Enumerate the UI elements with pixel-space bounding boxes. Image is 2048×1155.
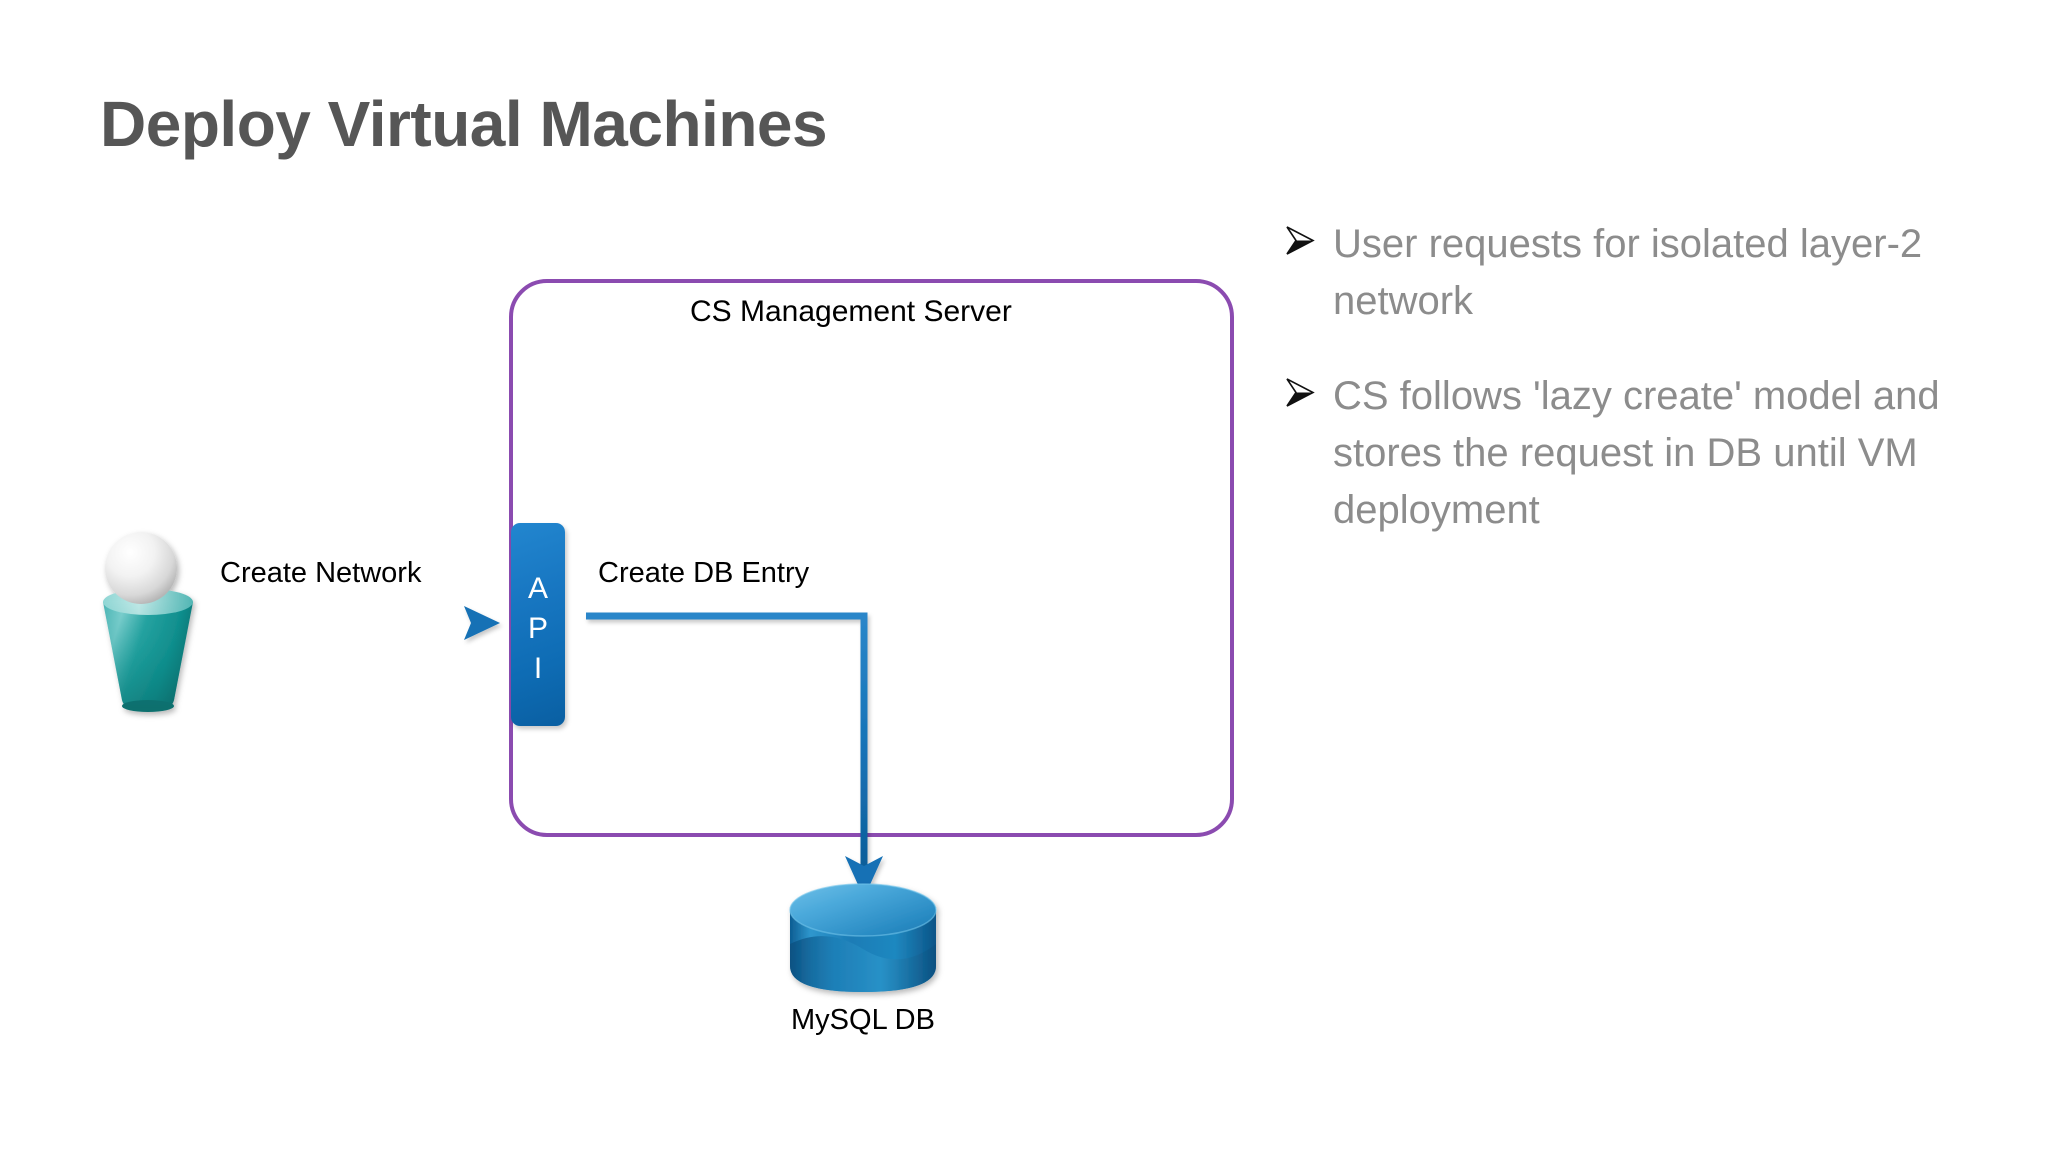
api-letter-i: I xyxy=(533,651,543,685)
list-item: CS follows 'lazy create' model and store… xyxy=(1283,368,2013,539)
diagram-canvas xyxy=(103,279,1234,992)
create-network-arrow xyxy=(196,606,500,640)
mysql-db-cylinder xyxy=(789,883,937,992)
list-item: User requests for isolated layer-2 netwo… xyxy=(1283,216,2013,330)
architecture-diagram: CS Management Server A P I Create Networ… xyxy=(103,279,1234,1036)
api-letter-a: A xyxy=(527,571,548,605)
api-block[interactable]: A P I xyxy=(511,523,565,726)
create-db-entry-label: Create DB Entry xyxy=(598,557,810,589)
page-title: Deploy Virtual Machines xyxy=(100,88,828,160)
user-actor-icon xyxy=(103,532,193,712)
create-db-entry-arrow xyxy=(586,612,883,898)
api-letter-p: P xyxy=(527,611,548,645)
arrowhead-bullet-icon xyxy=(1283,368,1333,415)
bullet-list: User requests for isolated layer-2 netwo… xyxy=(1283,216,2013,577)
bullet-text-1: User requests for isolated layer-2 netwo… xyxy=(1333,222,1923,323)
bullet-text-2: CS follows 'lazy create' model and store… xyxy=(1333,374,1940,532)
cs-management-server-label: CS Management Server xyxy=(690,295,1012,328)
arrowhead-bullet-icon xyxy=(1283,216,1333,263)
mysql-db-label: MySQL DB xyxy=(791,1004,935,1036)
create-network-label: Create Network xyxy=(220,557,422,589)
